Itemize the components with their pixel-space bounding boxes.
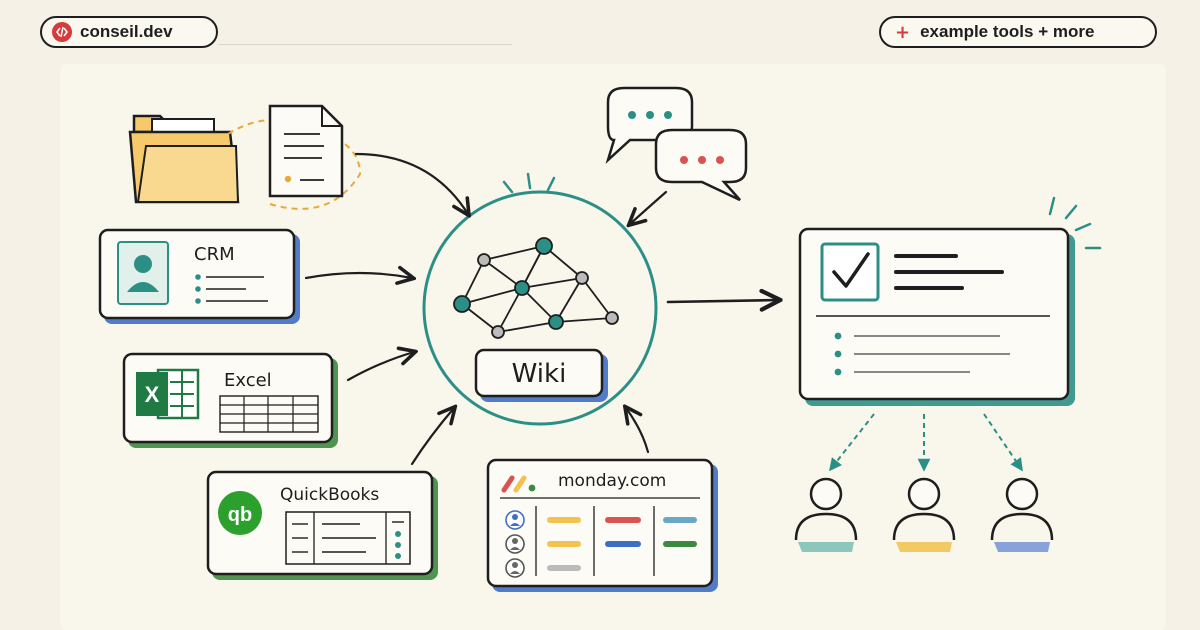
folder-icon	[128, 114, 240, 204]
diagram-canvas: CRM X Excel qb	[60, 64, 1166, 630]
checkbox-checked-icon	[820, 242, 880, 302]
quickbooks-card: qb QuickBooks	[206, 470, 438, 580]
arrow-document-to-hub	[354, 152, 468, 214]
folder-document-group	[128, 104, 362, 210]
quickbooks-logo-icon: qb	[218, 491, 262, 535]
crm-card: CRM	[98, 228, 300, 324]
crm-label: CRM	[194, 244, 235, 265]
quickbooks-label: QuickBooks	[280, 485, 379, 505]
code-logo-icon	[52, 22, 72, 42]
arrow-hub-to-dashboard	[666, 300, 778, 302]
knowledge-network-icon	[453, 237, 619, 339]
tools-pill[interactable]: + example tools + more	[879, 16, 1157, 48]
wiki-hub: Wiki	[422, 172, 658, 426]
document-icon	[268, 104, 344, 198]
contact-icon	[117, 241, 169, 305]
brand-label: conseil.dev	[80, 22, 173, 41]
brand-pill[interactable]: conseil.dev	[40, 16, 218, 48]
monday-label: monday.com	[558, 471, 666, 491]
monday-logo-icon	[501, 475, 536, 493]
flow-arrows	[304, 152, 778, 466]
header-divider	[218, 44, 512, 45]
plus-icon: +	[895, 21, 911, 43]
user-avatar-icon	[505, 534, 525, 554]
user-icon	[892, 477, 956, 552]
wiki-label: Wiki	[512, 359, 567, 389]
chat-bubbles-icon	[605, 86, 748, 202]
user-avatar-icon	[505, 558, 525, 578]
svg-text:X: X	[145, 382, 160, 407]
user-icon	[990, 477, 1054, 552]
excel-logo-icon: X	[136, 368, 200, 420]
excel-card: X Excel	[122, 352, 338, 448]
output-dashboard	[798, 196, 1102, 406]
tools-label: example tools + more	[920, 22, 1095, 41]
arrow-quickbooks-to-hub	[410, 408, 454, 466]
user-icon	[794, 477, 858, 552]
monday-card: monday.com	[486, 458, 718, 592]
svg-text:qb: qb	[228, 504, 252, 526]
arrow-dashboard-to-user-1	[829, 413, 875, 472]
data-flow-diagram: CRM X Excel qb	[98, 86, 1102, 592]
user-avatar-icon	[505, 510, 525, 530]
arrow-monday-to-hub	[626, 408, 650, 454]
arrow-crm-to-hub	[304, 273, 412, 278]
arrow-dashboard-to-user-3	[983, 413, 1023, 472]
arrow-chat-to-hub	[630, 190, 668, 224]
arrow-excel-to-hub	[346, 352, 414, 382]
distribution-arrows	[829, 413, 1023, 472]
excel-label: Excel	[224, 370, 272, 391]
